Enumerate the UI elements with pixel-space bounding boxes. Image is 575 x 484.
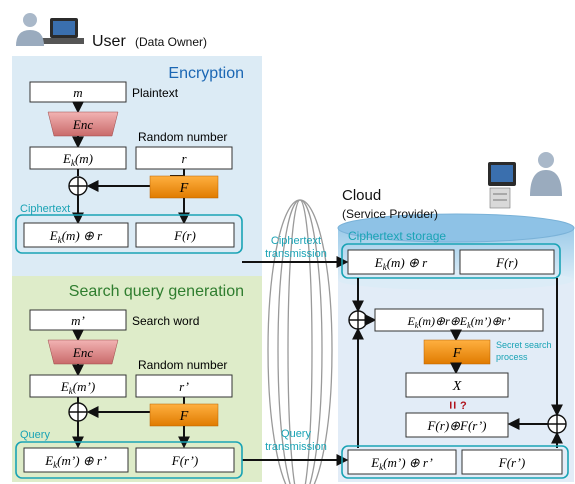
x-box	[405, 372, 509, 398]
query-random-label: Random number	[138, 358, 227, 372]
storage-left-text: Ek(m) ⊕ r	[374, 255, 428, 272]
query-label: Query	[20, 429, 50, 441]
cipher-right-text: F(r)	[173, 228, 196, 243]
query-group	[15, 441, 243, 479]
query-left-text: Ek(m’) ⊕ r’	[44, 453, 107, 470]
cipher-right-box	[135, 222, 235, 248]
random-r-text: r	[181, 151, 187, 166]
x-text: X	[452, 379, 462, 394]
random-number-label: Random number	[138, 130, 227, 144]
query-right-text: F(r’)	[171, 453, 198, 468]
cipher-left-text: Ek(m) ⊕ r	[49, 228, 103, 245]
xor-icon	[68, 176, 88, 196]
user-title: User	[92, 33, 126, 50]
transmission-ellipses	[267, 199, 333, 484]
encryption-title: Encryption	[168, 65, 244, 82]
cloud-xor-icon-right	[547, 414, 567, 434]
cloud-query-group	[341, 445, 569, 479]
enc-block	[47, 111, 119, 137]
query-enc-block	[47, 339, 119, 365]
ciphertext-group	[15, 214, 243, 254]
enc-label: Enc	[72, 117, 93, 132]
transmission-arrow-icon	[242, 256, 349, 466]
query-enc-label: Enc	[72, 345, 93, 360]
query-transmission-line2: transmission	[265, 441, 327, 453]
query-left-box	[23, 447, 129, 473]
cloud-subtitle: (Service Provider)	[342, 207, 438, 221]
query-transmission-line1: Query	[281, 428, 311, 440]
cloud-query-left-text: Ek(m’) ⊕ r’	[370, 455, 433, 472]
plaintext-value: m	[73, 85, 82, 100]
cipher-left-box	[23, 222, 129, 248]
cloud-xor-icon-top	[348, 310, 368, 330]
storage-label: Ciphertext storage	[348, 229, 446, 243]
secret-search-line2: process	[496, 352, 528, 362]
cloud-f-label: F	[452, 346, 462, 361]
user-subtitle: (Data Owner)	[135, 35, 207, 49]
search-word-value: m’	[71, 313, 85, 328]
cloud-f-block	[423, 339, 491, 365]
query-right-box	[135, 447, 235, 473]
cloud-query-left-box	[347, 449, 457, 475]
cloud-query-right-text: F(r’)	[498, 455, 525, 470]
storage-right-text: F(r)	[495, 255, 518, 270]
f-label: F	[179, 181, 189, 196]
server-user-icon	[488, 152, 562, 209]
query-r-text: r’	[179, 379, 189, 394]
secret-search-line1: Secret search	[496, 340, 552, 350]
storage-group	[341, 243, 561, 279]
storage-right-box	[459, 249, 555, 275]
cloud-query-right-box	[461, 449, 563, 475]
cipher-transmission-line2: transmission	[265, 248, 327, 260]
ek-m-text: Ek(m)	[62, 151, 93, 168]
cloud-title: Cloud	[342, 187, 381, 204]
plaintext-label: Plaintext	[132, 86, 179, 100]
query-gen-title: Search query generation	[69, 283, 244, 300]
user-computer-icon	[16, 13, 84, 46]
ciphertext-label: Ciphertext	[20, 203, 70, 215]
storage-left-box	[347, 249, 455, 275]
result-box	[405, 412, 509, 438]
query-f-label: F	[179, 409, 189, 424]
search-word-label: Search word	[132, 314, 199, 328]
compare-question: ?	[460, 400, 467, 412]
query-ek-text: Ek(m’)	[60, 379, 95, 396]
cipher-transmission-line1: Ciphertext	[271, 235, 321, 247]
result-text: F(r)⊕F(r’)	[426, 418, 486, 433]
query-xor-icon	[68, 402, 88, 422]
xor-result-text: Ek(m)⊕r⊕Ek(m’)⊕r’	[406, 314, 510, 330]
compare-equals: =	[445, 401, 461, 409]
